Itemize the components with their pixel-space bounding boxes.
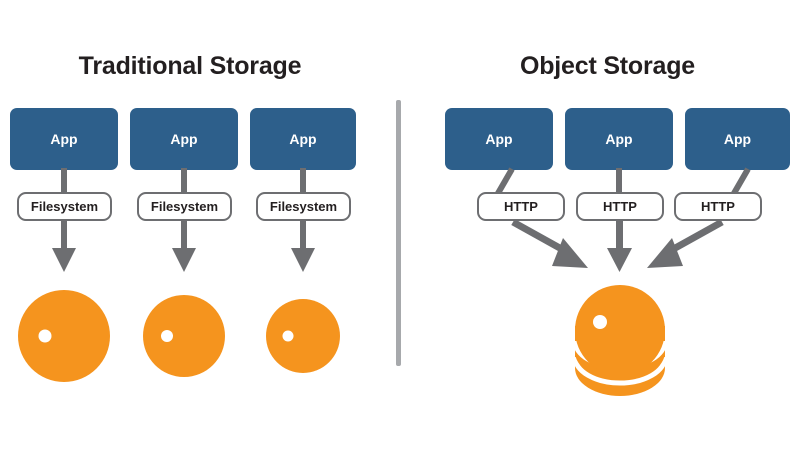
down-arrow-2 xyxy=(172,219,196,272)
object-app-to-http-connectors xyxy=(494,167,751,197)
connector-stub-1 xyxy=(61,168,67,194)
disk-circle-2[interactable] xyxy=(143,295,225,377)
connector-stub-3 xyxy=(300,168,306,194)
filesystem-pill-3[interactable]: Filesystem xyxy=(256,192,351,221)
filesystem-label: Filesystem xyxy=(30,199,99,214)
disk-dot-2 xyxy=(161,330,173,342)
object-storage-arrows xyxy=(511,218,724,272)
http-label: HTTP xyxy=(603,199,637,214)
traditional-disk-shapes xyxy=(18,290,340,382)
app-label: App xyxy=(289,131,317,147)
app-label: App xyxy=(605,131,633,147)
converging-arrow-center xyxy=(607,221,632,272)
app-label: App xyxy=(170,131,198,147)
traditional-storage-arrows xyxy=(52,219,315,272)
down-arrow-3 xyxy=(291,219,315,272)
app-label: App xyxy=(485,131,513,147)
disk-circle-3[interactable] xyxy=(266,299,340,373)
filesystem-pill-2[interactable]: Filesystem xyxy=(137,192,232,221)
converging-arrow-right xyxy=(647,218,724,268)
disk-dot-1 xyxy=(38,329,52,343)
http-label: HTTP xyxy=(701,199,735,214)
traditional-app-box-3[interactable]: App xyxy=(250,108,356,170)
stack-top-disk xyxy=(575,285,665,375)
traditional-app-box-2[interactable]: App xyxy=(130,108,238,170)
stack-dot xyxy=(593,315,607,329)
traditional-storage-title: Traditional Storage xyxy=(78,52,302,80)
filesystem-pill-1[interactable]: Filesystem xyxy=(17,192,112,221)
object-app-box-1[interactable]: App xyxy=(445,108,553,170)
connector-vertical-center xyxy=(616,168,622,195)
traditional-app-box-1[interactable]: App xyxy=(10,108,118,170)
http-pill-3[interactable]: HTTP xyxy=(674,192,762,221)
connector-stub-2 xyxy=(181,168,187,194)
object-app-box-2[interactable]: App xyxy=(565,108,673,170)
connector-diagonal-left xyxy=(494,167,515,197)
disk-dot-3 xyxy=(282,330,294,342)
http-label: HTTP xyxy=(504,199,538,214)
connector-diagonal-right xyxy=(730,167,751,197)
http-pill-1[interactable]: HTTP xyxy=(477,192,565,221)
app-label: App xyxy=(723,131,752,147)
filesystem-label: Filesystem xyxy=(150,199,219,214)
stack-separator-lower xyxy=(572,356,668,386)
converging-arrow-left xyxy=(511,218,588,268)
panel-divider xyxy=(396,100,401,366)
object-storage-title: Object Storage xyxy=(519,52,696,80)
app-label: App xyxy=(50,131,78,147)
traditional-app-to-filesystem-connectors xyxy=(61,168,306,194)
disk-circle-1[interactable] xyxy=(18,290,110,382)
down-arrow-1 xyxy=(52,219,76,272)
object-app-box-3[interactable]: App xyxy=(685,108,790,170)
filesystem-label: Filesystem xyxy=(269,199,338,214)
http-pill-2[interactable]: HTTP xyxy=(576,192,664,221)
object-store-stack-shape[interactable] xyxy=(572,285,668,396)
